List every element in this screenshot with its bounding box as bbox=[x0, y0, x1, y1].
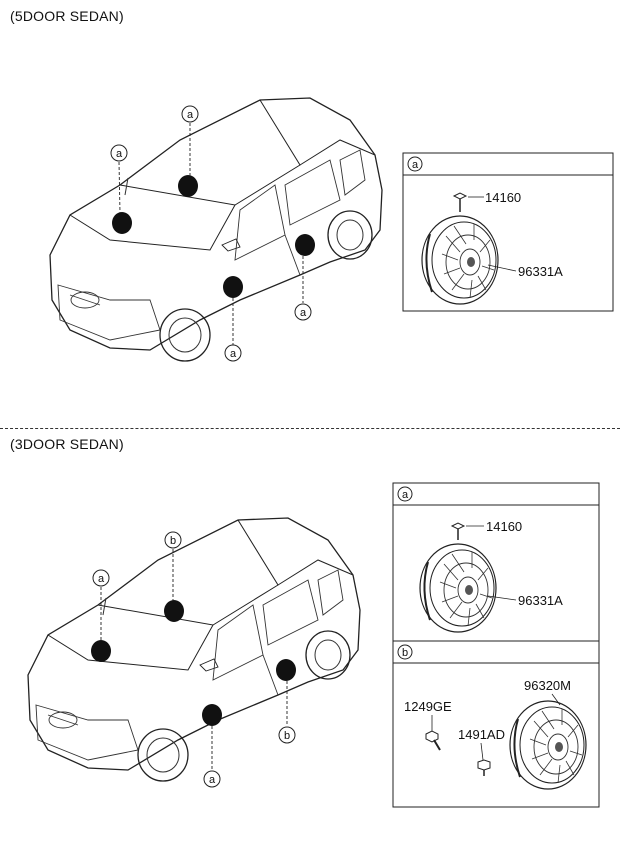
callout-circle bbox=[92, 569, 110, 587]
speaker-marker bbox=[295, 234, 315, 256]
section-title-5door: (5DOOR SEDAN) bbox=[10, 8, 124, 24]
section-title-3door: (3DOOR SEDAN) bbox=[10, 436, 124, 452]
clip-icon bbox=[477, 759, 491, 776]
callout-label: b bbox=[170, 535, 176, 547]
detail-box-id: b bbox=[402, 647, 408, 659]
speaker-marker bbox=[276, 659, 296, 681]
car-illustration-5door: a a a a bbox=[49, 97, 383, 362]
part-number-label: 1249GE bbox=[404, 699, 452, 714]
callout-circle bbox=[224, 344, 242, 362]
callout-circle bbox=[203, 770, 221, 788]
callout-label: a bbox=[187, 109, 194, 121]
part-number-label: 14160 bbox=[485, 190, 521, 205]
detail-box-a-3door: a 14160 96331A bbox=[392, 482, 600, 642]
detail-box-id: a bbox=[402, 489, 409, 501]
callout-label: a bbox=[300, 307, 307, 319]
callout-label: a bbox=[98, 573, 105, 585]
callout-label: a bbox=[230, 348, 237, 360]
part-number-label: 96331A bbox=[518, 593, 563, 608]
speaker-marker bbox=[178, 175, 198, 197]
callout-circle bbox=[164, 531, 182, 549]
speaker-marker bbox=[164, 600, 184, 622]
part-number-label: 1491AD bbox=[458, 727, 505, 742]
part-number-label: 96320M bbox=[524, 678, 571, 693]
callout-circle bbox=[110, 144, 128, 162]
detail-box-b-3door: b 96320M 1249GE 1491AD bbox=[392, 640, 600, 808]
speaker-marker bbox=[223, 276, 243, 298]
speaker-marker bbox=[202, 704, 222, 726]
callout-circle bbox=[294, 303, 312, 321]
detail-box-a-5door: a 14160 96331A bbox=[402, 152, 614, 312]
speaker-marker bbox=[91, 640, 111, 662]
speaker-marker bbox=[112, 212, 132, 234]
callout-label: a bbox=[116, 148, 123, 160]
bolt-icon bbox=[425, 730, 441, 751]
detail-box-id: a bbox=[412, 159, 419, 171]
part-number-label: 96331A bbox=[518, 264, 563, 279]
callout-circle bbox=[181, 105, 199, 123]
callout-circle bbox=[278, 726, 296, 744]
callout-label: a bbox=[209, 774, 216, 786]
callout-label: b bbox=[284, 730, 290, 742]
part-number-label: 14160 bbox=[486, 519, 522, 534]
car-illustration-3door: b a a b bbox=[27, 517, 361, 788]
section-divider bbox=[0, 428, 620, 429]
